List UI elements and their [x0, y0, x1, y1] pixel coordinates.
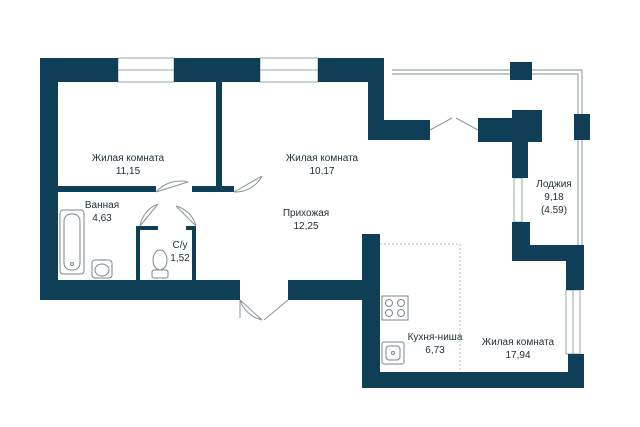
partition-column: [512, 222, 530, 250]
partition-column: [512, 142, 528, 178]
room-name: Лоджия: [536, 179, 572, 190]
room-area: 4,63: [92, 213, 112, 224]
interior-partition: [136, 226, 140, 284]
loggia-post: [574, 114, 590, 140]
room-area: 10,17: [309, 166, 335, 177]
interior-partition: [192, 226, 196, 284]
interior-partition: [136, 226, 158, 230]
corridor-wall: [368, 120, 430, 140]
room-area: 17,94: [505, 350, 531, 361]
partition-column: [512, 245, 584, 261]
east-wall-lower: [568, 354, 584, 388]
washbasin-icon: [91, 259, 113, 279]
room-area: 11,15: [115, 166, 141, 177]
room-name: С/у: [172, 240, 188, 251]
room-name: Кухня-ниша: [407, 332, 463, 343]
interior-partition: [192, 186, 234, 192]
south-wall-right: [362, 372, 584, 388]
kitchen-west-wall: [362, 234, 380, 388]
room-name: Прихожая: [282, 208, 330, 219]
windows: [117, 57, 581, 355]
partition-column: [512, 110, 542, 142]
sink-icon: [381, 341, 405, 365]
room-label-loggia: Лоджия 9,18 (4.59): [532, 178, 576, 217]
loggia-post: [510, 62, 532, 80]
room-label-hallway: Прихожая 12,25: [276, 207, 336, 233]
room-label-bathroom: Ванная 4,63: [82, 199, 122, 225]
south-wall-left: [40, 280, 240, 300]
room-label-living-3: Жилая комната 17,94: [478, 336, 558, 362]
room-name: Ванная: [84, 200, 120, 211]
room-name: Жилая комната: [91, 153, 165, 164]
room-area: 12,25: [293, 221, 319, 232]
door-swings: [139, 117, 479, 321]
west-wall: [40, 58, 58, 300]
room-label-living-2: Жилая комната 10,17: [282, 152, 362, 178]
toilet-icon: [151, 249, 169, 279]
kitchen-zone: [380, 243, 461, 372]
room-label-kitchen: Кухня-ниша 6,73: [404, 331, 466, 357]
south-wall-mid: [288, 280, 380, 300]
room-label-toilet: С/у 1,52: [166, 239, 194, 265]
room-area-reduced: (4.59): [540, 205, 568, 216]
room-name: Жилая комната: [481, 337, 555, 348]
bathtub-icon: [59, 209, 85, 275]
north-wall-segment: [174, 58, 260, 82]
stove-icon: [381, 295, 409, 321]
room-area: 9,18: [544, 192, 564, 203]
interior-partition: [216, 82, 222, 190]
room-name: Жилая комната: [285, 153, 359, 164]
corridor-wall: [368, 58, 384, 140]
interior-partition: [186, 226, 196, 230]
room-area: 6,73: [425, 345, 445, 356]
room-area: 1,52: [170, 253, 190, 264]
walls: [40, 58, 590, 388]
interior-partition: [58, 186, 156, 192]
room-label-living-1: Жилая комната 11,15: [88, 152, 168, 178]
